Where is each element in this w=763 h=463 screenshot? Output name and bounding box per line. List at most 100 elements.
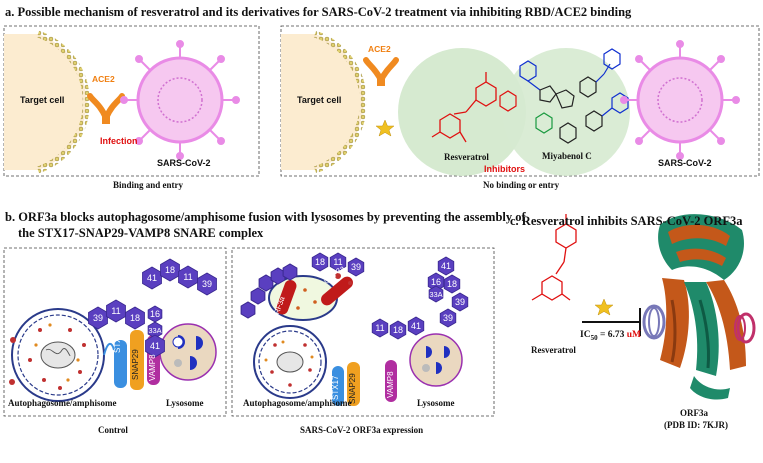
no-binding-caption: No binding or entry [483,180,560,190]
infection-label: Infection [100,136,138,146]
hexagon-right-11: 39 [439,308,457,328]
orf3a-protein-label: ORF3a [680,408,708,418]
hexagon-mid-4-label: 33A [148,326,161,335]
ace2-receptor-left [87,93,125,124]
control-caption: Control [98,425,128,435]
hexagon-mid-5: 41 [145,334,165,358]
hexagon-right-6: 18 [443,274,461,294]
hexagon-right-5-label: 33A [429,290,442,299]
panel-b-title-line1: b. ORF3a blocks autophagosome/amphisome … [5,210,526,224]
panel-c-title: c. Resveratrol inhibits SARS-CoV-2 ORF3a [510,214,743,228]
hexagon-right-4: 16 [427,272,445,292]
stx17-left [114,340,127,388]
hexagon-chain-4 [282,263,298,281]
panel-b-right-box [231,247,495,417]
hexagon-right-10-label: 41 [411,321,421,331]
hexagon-mid-0: 39 [88,306,108,330]
ace2-receptor-right [363,57,399,86]
hexagon-mid-0-label: 39 [93,313,103,323]
ace2-label-right: ACE2 [368,44,391,54]
stx17-left-link [103,342,115,356]
hexagon-right-9-label: 18 [393,325,403,335]
hexagon-top-3-label: 39 [202,279,212,289]
panel-b-left-box [3,247,227,417]
hexagon-right-3-label: 41 [441,261,451,271]
resveratrol-label-c: Resveratrol [531,345,576,355]
hexagon-right-7-label: 39 [455,297,465,307]
hexagon-mid-2-label: 18 [130,313,140,323]
hexagon-right-6-label: 18 [447,279,457,289]
target-cell-label-left: Target cell [20,95,65,105]
hexagon-top-0: 41 [142,266,162,290]
hexagon-top-2-label: 11 [183,272,192,282]
orf3a-protein-structure [642,214,756,400]
snap29-label-left: SNAP29 [131,349,140,380]
panel-a-title: a. Possible mechanism of resveratrol and… [5,5,632,19]
sars-cov-2-virus-right [620,40,740,160]
hexagon-chain-2 [258,274,274,292]
hexagon-right-11-label: 39 [443,313,453,323]
resveratrol-circle [398,48,526,176]
lysosome-left [159,323,217,381]
hexagon-right-0-label: 18 [315,257,325,267]
lysosome-right [409,333,463,387]
vamp8-right [385,360,397,402]
resveratrol-structure-c [531,214,577,301]
snap29-left [130,330,144,390]
hexagon-top-3: 39 [197,272,217,296]
miyabenol-label: Miyabenol C [542,151,592,161]
star-icon-c [594,298,614,316]
orf3a-dimer [268,275,353,321]
snap29-right [347,362,360,406]
hexagon-mid-4: 33A [147,321,163,339]
hexagon-right-4-label: 16 [431,277,441,287]
hexagon-right-3: 41 [437,256,455,276]
pdb-id-label: (PDB ID: 7KJR) [664,420,728,430]
hexagon-chain-0 [240,301,256,319]
sars-cov-2-label-right: SARS-CoV-2 [658,158,712,168]
target-cell-right [281,30,367,174]
hexagon-chain-3 [270,267,286,285]
hexagon-right-2: 39 [347,257,365,277]
hexagon-top-1-label: 18 [165,265,175,275]
hexagon-top-2: 11 [178,265,198,289]
target-cell-left [4,30,90,174]
autophagosome-left [9,308,105,402]
hexagon-right-0: 18 [311,252,329,272]
hexagon-right-9: 18 [389,320,407,340]
star-icon [375,119,395,137]
hexagon-right-7: 39 [451,292,469,312]
hexagon-top-0-label: 41 [147,273,157,283]
hexagon-right-8: 11 [371,318,389,338]
ic50-value: IC50 = 6.73 uM [580,330,641,342]
hexagon-mid-3-label: 16 [150,309,160,319]
autophagosome-right [253,325,327,399]
sars-cov-2-label-left: SARS-CoV-2 [157,158,211,168]
orf3a-expression-caption: SARS-CoV-2 ORF3a expression [300,425,424,435]
hexagon-mid-3: 16 [147,305,163,323]
hexagon-right-1: 11 [329,252,347,272]
hexagon-right-10: 41 [407,316,425,336]
vamp8-label-right: VAMP8 [386,371,395,398]
lysosome-label-right: Lysosome [417,398,455,408]
sars-cov-2-virus-left [120,40,240,160]
resveratrol-label-a: Resveratrol [444,152,489,162]
hexagon-mid-1: 11 [106,299,126,323]
hexagon-right-1-label: 11 [333,257,342,267]
hexagon-mid-1-label: 11 [111,306,120,316]
hexagon-mid-2: 18 [125,306,145,330]
target-cell-label-right: Target cell [297,95,342,105]
stx17-label-right: STX17 [331,375,340,400]
binding-entry-caption: Binding and entry [113,180,184,190]
hexagon-top-1: 18 [160,258,180,282]
hexagon-right-5: 33A [428,285,444,303]
resveratrol-structure [431,72,497,143]
hexagon-chain-1 [250,287,266,305]
autophagosome-label-left: Autophagosome/amphisome [8,398,117,408]
hexagon-right-8-label: 11 [375,323,384,333]
inhibitors-label: Inhibitors [484,164,525,174]
hexagon-mid-5-label: 41 [150,341,160,351]
ace2-label-left: ACE2 [92,74,115,84]
